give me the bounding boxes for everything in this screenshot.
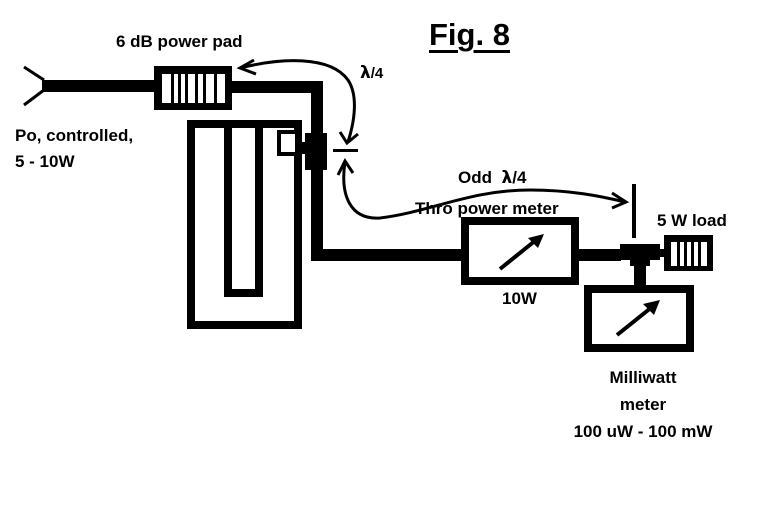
thru-meter-rating: 10W xyxy=(502,289,537,308)
meter-needle-icon xyxy=(498,238,538,271)
tee-connector xyxy=(620,244,660,288)
dummy-load xyxy=(658,235,713,271)
rf-source-input xyxy=(23,65,156,107)
figure-title: Fig. 8 xyxy=(429,17,510,52)
coax-line xyxy=(230,81,463,261)
quarter-wave-arrow xyxy=(236,58,359,146)
mw-meter-label-line1: Milliwatt xyxy=(609,368,677,387)
lambda-symbol: λ xyxy=(501,168,513,188)
thru-meter-label: Thro power meter xyxy=(415,199,559,218)
mw-meter-range: 100 uW - 100 mW xyxy=(573,422,713,441)
coax-line-to-tee xyxy=(577,249,621,261)
lambda-symbol: λ xyxy=(360,63,371,83)
odd-quarter-wave-arrow xyxy=(336,158,630,220)
mw-meter-label-line2: meter xyxy=(619,395,667,414)
load-label: 5 W load xyxy=(657,211,727,230)
thru-power-meter xyxy=(461,217,579,285)
coupling-gap-marker xyxy=(333,149,358,152)
reference-marker xyxy=(632,184,636,238)
source-label-line1: Po, controlled, xyxy=(15,126,134,145)
quarter-wave-label: λ/4 xyxy=(360,63,383,84)
meter-needle-arrowhead-icon xyxy=(643,300,660,315)
source-label-line2: 5 - 10W xyxy=(15,152,75,171)
cavity-under-test xyxy=(187,120,327,329)
quarter-wave-fraction: /4 xyxy=(370,65,384,82)
milliwatt-meter xyxy=(584,285,694,352)
meter-needle-arrowhead-icon xyxy=(528,234,544,248)
quarter-wave-fraction: /4 xyxy=(512,168,527,187)
power-pad-label: 6 dB power pad xyxy=(116,32,243,51)
power-pad xyxy=(154,66,232,110)
odd-quarter-wave-label: Odd λ/4 xyxy=(458,168,526,188)
odd-prefix: Odd xyxy=(458,168,492,187)
meter-needle-icon xyxy=(615,305,654,337)
